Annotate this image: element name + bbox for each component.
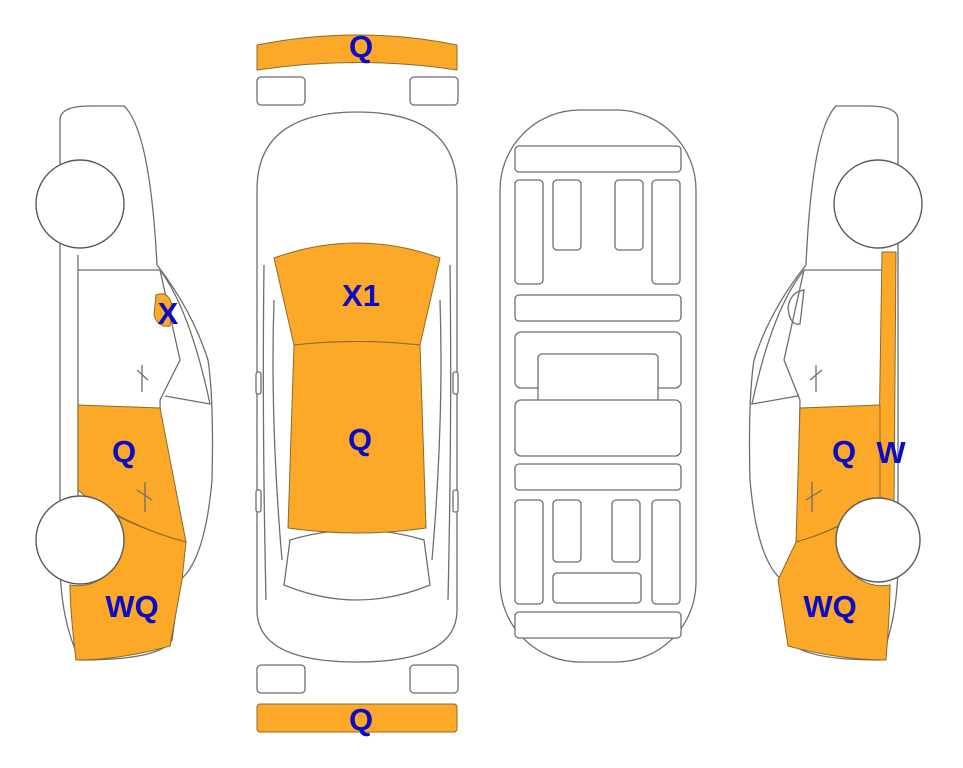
under-slot-3 [614,179,644,251]
label-left-front-fender: WQ [105,589,158,624]
rear-bumper[interactable] [256,703,458,733]
left-mirror[interactable] [153,293,173,327]
left-handle-rear [136,365,149,392]
left-handle-front [136,482,153,512]
left-rear-wheel [35,159,125,249]
right-front-fender[interactable] [777,501,891,661]
under-slot-7 [611,499,641,563]
label-windshield: X1 [342,278,380,313]
right-pillar-line [751,269,805,405]
right-front-wheel [835,497,921,583]
under-block-left-2 [514,399,682,457]
right-handle-rear [809,365,823,392]
under-slot-2 [552,179,582,251]
right-rear-wheel [833,159,923,249]
roof[interactable] [287,341,427,534]
under-slot-4 [651,179,681,285]
under-slot-1 [514,179,544,285]
under-slot-8 [651,499,681,605]
under-panel-front [514,145,682,173]
right-side-view [748,105,923,661]
top-door-line-left [262,264,267,601]
top-inner-line-left [272,299,283,561]
right-mirror-outline [787,289,805,325]
top-mirror-right [452,371,459,395]
top-view [255,34,459,733]
top-mirror-left [255,371,262,395]
top-handle-right [452,489,459,513]
headlight-right [409,76,459,106]
taillight-right [409,664,459,694]
damage-labels: Q X1 Q Q X Q WQ Q W WQ [105,29,906,737]
label-roof: Q [348,422,372,457]
under-panel-mid-1 [514,294,682,322]
label-right-pillar: W [876,435,906,470]
taillight-left [256,664,306,694]
top-inner-line-right [431,299,442,561]
top-door-line-right [447,264,452,601]
label-left-front-door: Q [112,434,136,469]
headlight-left [256,76,306,106]
under-panel-mid-2 [514,463,682,491]
underside-view [499,109,697,663]
label-rear-bumper: Q [349,702,373,737]
under-panel-rear-2 [514,611,682,639]
right-handle-front [805,482,823,512]
label-right-front-door: Q [832,434,856,469]
right-window-line [783,269,886,401]
label-left-mirror: X [158,296,179,331]
left-front-wheel [35,495,125,585]
left-pillar-line [159,269,211,405]
under-slot-6 [552,499,582,563]
left-front-fender[interactable] [69,500,187,661]
left-side-view [35,105,214,661]
label-right-front-fender: WQ [803,589,856,624]
front-bumper[interactable] [256,34,458,71]
top-handle-left [255,489,262,513]
under-slot-5 [514,499,544,605]
under-panel-rear-1 [552,572,642,604]
label-front-bumper: Q [349,29,373,64]
